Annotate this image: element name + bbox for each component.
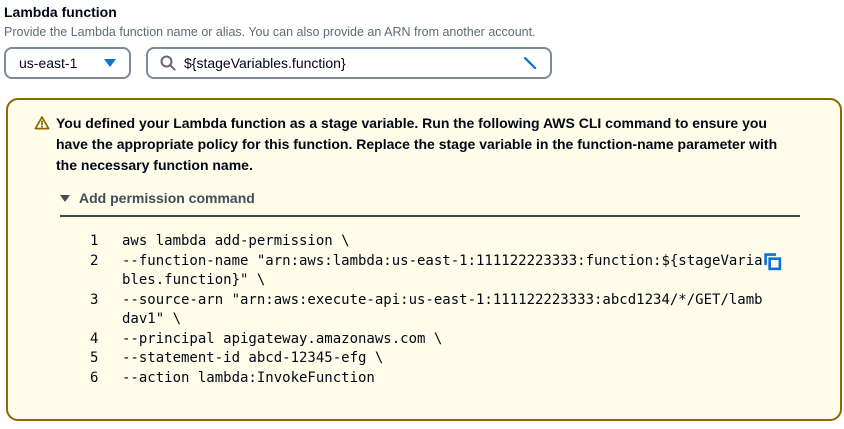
code-line: 5 --statement-id abcd-12345-efg \ — [60, 349, 800, 369]
warning-message: You defined your Lambda function as a st… — [56, 115, 778, 173]
search-icon — [160, 55, 176, 71]
code-line: bles.function}" \ — [60, 271, 800, 291]
line-number: 4 — [90, 330, 99, 347]
code-line: 1 aws lambda add-permission \ — [60, 232, 800, 252]
expander-label: Add permission command — [79, 190, 255, 206]
function-search-box[interactable] — [146, 47, 552, 79]
controls-row: us-east-1 — [4, 47, 844, 79]
region-select[interactable]: us-east-1 — [4, 47, 131, 79]
line-number: 3 — [90, 291, 99, 308]
code-text: bles.function}" \ — [122, 272, 266, 288]
code-lines: 1 aws lambda add-permission \ 2 --functi… — [60, 232, 800, 388]
code-line: dav1" \ — [60, 310, 800, 330]
code-text: aws lambda add-permission \ — [122, 233, 350, 249]
clear-icon[interactable] — [522, 55, 538, 71]
page-description: Provide the Lambda function name or alia… — [4, 25, 536, 39]
code-text: --source-arn "arn:aws:execute-api:us-eas… — [122, 291, 763, 308]
region-select-value: us-east-1 — [19, 55, 78, 71]
warning-icon — [34, 115, 50, 136]
code-text: --function-name "arn:aws:lambda:us-east-… — [122, 252, 763, 269]
chevron-down-icon — [104, 59, 116, 67]
function-search-input[interactable] — [184, 55, 514, 71]
line-number: 1 — [90, 233, 99, 249]
line-number — [60, 271, 122, 291]
copy-icon[interactable] — [763, 252, 782, 271]
expander-divider — [60, 215, 800, 217]
add-permission-expander[interactable]: Add permission command — [60, 190, 812, 206]
caret-down-icon — [60, 194, 70, 202]
code-text: --principal apigateway.amazonaws.com \ — [122, 330, 443, 347]
warning-alert: You defined your Lambda function as a st… — [6, 98, 842, 421]
line-number: 5 — [90, 350, 99, 366]
code-line: 6 --action lambda:InvokeFunction — [60, 369, 800, 389]
code-line: 2 --function-name "arn:aws:lambda:us-eas… — [60, 252, 800, 272]
cli-code-block: 1 aws lambda add-permission \ 2 --functi… — [60, 232, 800, 388]
code-text: --action lambda:InvokeFunction — [122, 369, 375, 386]
page-title: Lambda function — [4, 4, 117, 20]
line-number: 6 — [90, 369, 99, 386]
code-line: 3 --source-arn "arn:aws:execute-api:us-e… — [60, 291, 800, 311]
line-number — [60, 310, 122, 330]
line-number: 2 — [90, 252, 99, 269]
code-text: dav1" \ — [122, 311, 182, 327]
code-line: 4 --principal apigateway.amazonaws.com \ — [60, 330, 800, 350]
warning-alert-header: You defined your Lambda function as a st… — [34, 113, 812, 176]
code-text: --statement-id abcd-12345-efg \ — [122, 350, 384, 366]
